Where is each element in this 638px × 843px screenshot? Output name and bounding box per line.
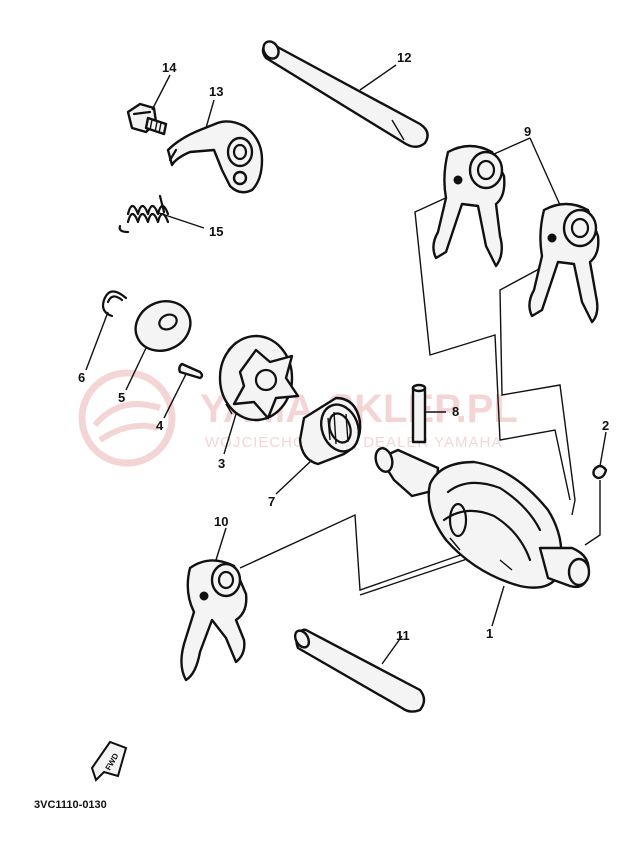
- stopper-pin: [411, 383, 427, 444]
- part-number-8: 8: [452, 404, 459, 419]
- part-number-11: 11: [396, 628, 410, 643]
- part-number-12: 12: [397, 50, 411, 65]
- part-labels: 12 14 13 15 9 6 5 4 3 7 8 2 10 11 1: [78, 50, 609, 643]
- part-number-6: 6: [78, 370, 85, 385]
- needle-bearing: [298, 396, 362, 466]
- stopper-bolt: [126, 102, 168, 136]
- part-number-1: 1: [486, 626, 493, 641]
- part-number-13: 13: [209, 84, 223, 99]
- shift-fork-lower: [528, 202, 600, 324]
- part-number-2: 2: [602, 418, 609, 433]
- shift-fork-left: [180, 559, 248, 682]
- guide-bar-lower: [293, 628, 426, 713]
- part-number-4: 4: [156, 418, 164, 433]
- guide-bar-upper: [261, 40, 429, 148]
- circlip: [101, 290, 128, 318]
- watermark-logo-icon: [78, 369, 176, 467]
- shift-drum: [374, 447, 591, 589]
- shift-segment: [218, 334, 300, 422]
- part-number-15: 15: [209, 224, 223, 239]
- stopper-lever: [166, 120, 264, 194]
- front-arrow-icon: FWD: [90, 740, 128, 782]
- part-number-7: 7: [268, 494, 275, 509]
- part-number-5: 5: [118, 390, 125, 405]
- shift-fork-upper: [432, 144, 506, 268]
- callouts: [85, 64, 607, 665]
- part-number-3: 3: [218, 456, 225, 471]
- return-spring: [118, 194, 170, 234]
- part-number-10: 10: [214, 514, 228, 529]
- diagram-code: 3VC1110-0130: [34, 799, 107, 811]
- washer: [134, 300, 192, 352]
- part-number-9: 9: [524, 124, 531, 139]
- ball: [592, 464, 608, 480]
- part-number-14: 14: [162, 60, 177, 75]
- dowel-pin: [178, 362, 204, 380]
